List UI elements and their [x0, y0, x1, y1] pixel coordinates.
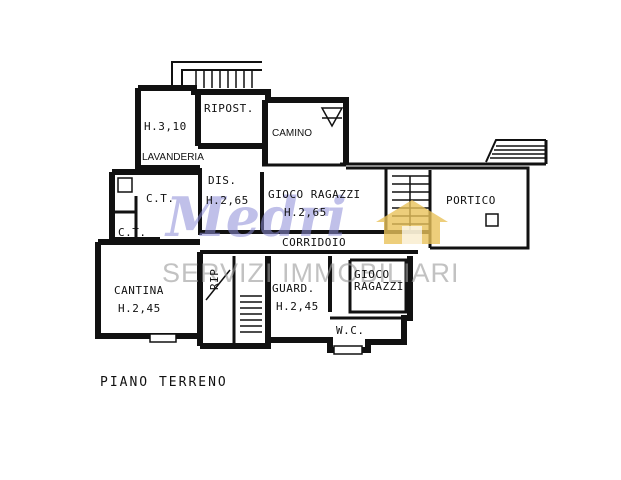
label-cantina: CANTINA — [114, 284, 164, 297]
label-guard-height: H.2,45 — [276, 300, 319, 313]
house-logo-icon — [376, 200, 448, 244]
label-gioco-ragazzi-2a: GIOCO — [354, 268, 390, 281]
room-labels: H.3,10 LAVANDERIA RIPOST. CAMINO DIS. H.… — [114, 102, 496, 337]
stairs-top — [171, 61, 262, 88]
label-gioco-ragazzi-1: GIOCO RAGAZZI — [268, 188, 361, 201]
openings — [117, 111, 499, 355]
watermark: Medri SERVIZI IMMOBILIARI — [162, 185, 460, 288]
label-ct-small: C.T. — [118, 226, 147, 239]
watermark-sub: SERVIZI IMMOBILIARI — [162, 258, 460, 288]
watermark-name: Medri — [164, 185, 347, 249]
plan-caption: PIANO TERRENO — [100, 375, 228, 390]
label-dis: DIS. — [208, 174, 237, 187]
label-lavanderia: LAVANDERIA — [142, 152, 204, 163]
label-dis-height: H.2,65 — [206, 194, 249, 207]
label-gioco-ragazzi-2b: RAGAZZI — [354, 280, 404, 293]
label-corridoio: CORRIDOIO — [282, 236, 346, 249]
label-portico: PORTICO — [446, 194, 496, 207]
label-ct: C.T. — [146, 192, 175, 205]
label-guard: GUARD. — [272, 282, 315, 295]
portico-roof — [340, 139, 548, 166]
camino-flue — [320, 107, 344, 128]
label-wc: W.C. — [336, 324, 365, 337]
label-ripost: RIPOST. — [204, 102, 254, 115]
stairs-rip — [205, 269, 262, 333]
label-gioco-ragazzi-1-height: H.2,65 — [284, 206, 327, 219]
label-rip: RIP — [208, 269, 221, 290]
label-camino: CAMINO — [272, 128, 312, 139]
label-lavanderia-height: H.3,10 — [144, 120, 187, 133]
label-cantina-height: H.2,45 — [118, 302, 161, 315]
